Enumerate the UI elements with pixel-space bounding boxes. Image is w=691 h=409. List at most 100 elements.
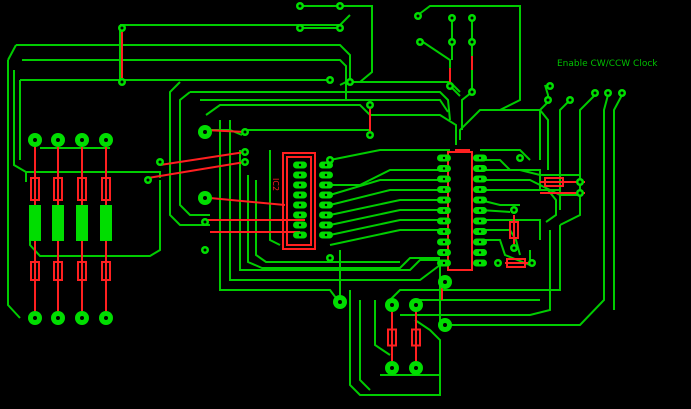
pad-hole — [470, 16, 474, 20]
trace — [480, 219, 541, 240]
capacitor-body — [29, 205, 41, 241]
pad-hole — [512, 208, 516, 212]
pad-hole — [33, 138, 37, 142]
trace — [559, 99, 571, 210]
silk-outline — [447, 151, 473, 271]
trace — [169, 81, 210, 226]
pad-hole — [416, 14, 420, 18]
pad-hole — [448, 84, 452, 88]
trace — [349, 290, 441, 396]
trace — [219, 120, 337, 299]
pad-hole — [158, 160, 162, 164]
pad-hole — [548, 84, 552, 88]
trace — [559, 94, 596, 226]
trace — [480, 239, 531, 267]
pad-hole — [203, 130, 207, 134]
trace — [205, 104, 457, 145]
trace — [245, 105, 371, 131]
pad-hole — [298, 233, 302, 237]
silk-outline — [282, 152, 316, 250]
pad-hole — [104, 138, 108, 142]
pad-hole — [298, 173, 302, 177]
pad-hole — [478, 177, 482, 181]
pad-hole — [80, 316, 84, 320]
pad-hole — [328, 78, 332, 82]
pad-hole — [348, 80, 352, 84]
pad-hole — [298, 213, 302, 217]
silk-outline — [30, 261, 40, 281]
pad-hole — [442, 240, 446, 244]
trace — [389, 225, 561, 301]
trace — [417, 5, 521, 111]
pad-hole — [298, 26, 302, 30]
capacitor-body — [100, 205, 112, 241]
trace — [247, 175, 440, 269]
trace — [445, 94, 609, 326]
pad-hole — [470, 40, 474, 44]
trace — [374, 300, 391, 356]
pad-hole — [33, 316, 37, 320]
silk-outline — [101, 177, 111, 201]
trace — [7, 60, 21, 319]
silk-outline — [30, 177, 40, 201]
trace — [269, 150, 281, 246]
enable-cw-ccw-clock-label: Enable CW/CCW Clock — [557, 59, 658, 69]
pad-hole — [470, 90, 474, 94]
copper-traces — [7, 5, 623, 396]
pad-hole — [324, 173, 328, 177]
pad-hole — [328, 158, 332, 162]
trace — [329, 219, 440, 236]
pad-hole — [442, 188, 446, 191]
silk-outline — [53, 177, 63, 201]
trace — [190, 91, 451, 121]
pad-hole — [328, 256, 332, 260]
silk-outline — [53, 261, 63, 281]
pad-hole — [298, 4, 302, 8]
pad-hole — [606, 91, 610, 95]
pad-hole — [450, 40, 454, 44]
pad-hole — [56, 138, 60, 142]
pad-hole — [478, 251, 482, 254]
pad-hole — [443, 280, 447, 284]
silk-outline — [544, 177, 564, 187]
trace — [459, 109, 549, 170]
pad-hole — [120, 80, 124, 84]
trace — [359, 300, 371, 391]
pad-hole — [478, 261, 482, 265]
trace — [400, 230, 551, 316]
trace — [419, 39, 461, 97]
pad-hole — [578, 191, 582, 195]
trace — [329, 199, 440, 216]
pad-hole — [442, 198, 446, 202]
trace — [120, 14, 351, 26]
pad-hole — [442, 209, 446, 212]
pad-hole — [442, 177, 446, 181]
pad-hole — [418, 40, 422, 44]
pad-hole — [203, 248, 207, 252]
pad-hole — [368, 133, 372, 137]
pad-hole — [414, 303, 418, 307]
pad-hole — [530, 261, 534, 265]
pad-hole — [593, 91, 597, 95]
pad-hole — [443, 323, 447, 327]
pad-hole — [298, 193, 302, 197]
silk-outline — [509, 221, 519, 239]
component-pads — [28, 2, 626, 375]
pad-hole — [478, 156, 482, 160]
pad-hole — [338, 4, 342, 8]
pad-hole — [414, 366, 418, 370]
pad-hole — [56, 316, 60, 320]
pad-hole — [478, 167, 482, 170]
pad-hole — [324, 223, 328, 227]
silk-outline — [77, 261, 87, 281]
capacitor-body — [76, 205, 88, 241]
silk-outline — [506, 258, 526, 268]
pad-hole — [478, 188, 482, 191]
pad-hole — [243, 160, 247, 164]
silkscreen-components — [29, 28, 585, 370]
pad-hole — [146, 178, 150, 182]
pad-hole — [442, 156, 446, 160]
trace — [200, 99, 449, 113]
silk-outline — [286, 156, 312, 246]
